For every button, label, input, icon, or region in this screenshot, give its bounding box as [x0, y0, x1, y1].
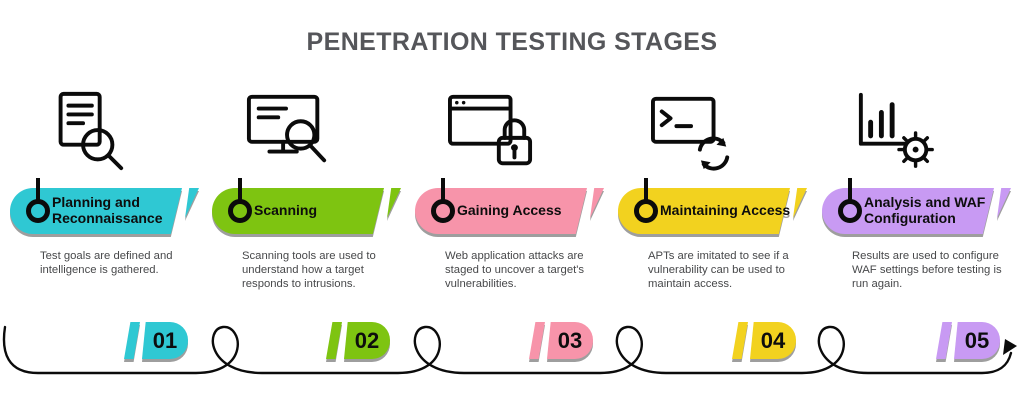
badge-shape: 04 [750, 322, 796, 359]
pin-stem-icon [36, 178, 40, 201]
scanning-icon [239, 89, 337, 175]
stage-icon-box [22, 88, 150, 176]
stage-banner: Scanning [212, 178, 401, 234]
stage-banner: Planning and Reconnaissance [10, 178, 199, 234]
pin-ring-icon [26, 199, 50, 223]
stage-number-badge: 02 [324, 322, 390, 359]
stage-name: Scanning [254, 202, 318, 219]
arrow-head-icon [1003, 339, 1017, 355]
stage-column: Scanning Scanning tools are used to unde… [212, 88, 414, 388]
stage-name: Maintaining Access [660, 202, 791, 219]
badge-shape: 01 [142, 322, 188, 359]
stage-number: 04 [760, 327, 786, 353]
planning-reconnaissance-icon [37, 89, 135, 175]
flow-connector [2, 325, 1017, 375]
stage-number: 05 [964, 327, 990, 353]
pin-stem-icon [238, 178, 242, 201]
flow-connector-path [2, 325, 1013, 375]
stage-number-badge: 05 [934, 322, 1000, 359]
stage-name: Planning and Reconnaissance [52, 194, 163, 226]
stage-icon-box [224, 88, 352, 176]
stage-number: 02 [354, 327, 380, 353]
pin-stem-icon [644, 178, 648, 201]
stage-column: Maintaining Access APTs are imitated to … [618, 88, 820, 388]
stage-banner: Maintaining Access [618, 178, 807, 234]
stage-number-badge: 01 [122, 322, 188, 359]
stage-number-badge: 03 [527, 322, 593, 359]
stage-description: APTs are imitated to see if a vulnerabil… [648, 250, 789, 290]
stage-banner: Gaining Access [415, 178, 604, 234]
pin-stem-icon [441, 178, 445, 201]
stage-number: 03 [557, 327, 583, 353]
stage-icon-box [834, 88, 962, 176]
gaining-access-icon [442, 89, 540, 175]
stage-description: Test goals are defined and intelligence … [40, 250, 173, 276]
stage-name: Gaining Access [457, 202, 562, 219]
stage-description: Results are used to configure WAF settin… [852, 250, 1002, 290]
stage-description: Web application attacks are staged to un… [445, 250, 585, 290]
pin-ring-icon [838, 199, 862, 223]
stage-name: Analysis and WAF Configuration [864, 194, 986, 226]
stage-icon-box [427, 88, 555, 176]
stage-icon-box [630, 88, 758, 176]
pin-ring-icon [634, 199, 658, 223]
pin-ring-icon [431, 199, 455, 223]
badge-shape: 02 [344, 322, 390, 359]
stage-column: Analysis and WAF Configuration Results a… [822, 88, 1024, 388]
analysis-waf-icon [849, 89, 947, 175]
stage-column: Planning and Reconnaissance Test goals a… [10, 88, 212, 388]
page-title: PENETRATION TESTING STAGES [306, 28, 718, 56]
pin-stem-icon [848, 178, 852, 201]
badge-shape: 05 [954, 322, 1000, 359]
stage-number-badge: 04 [730, 322, 796, 359]
stage-description: Scanning tools are used to understand ho… [242, 250, 376, 290]
maintaining-access-icon [645, 89, 743, 175]
stage-number: 01 [152, 327, 178, 353]
stage-banner: Analysis and WAF Configuration [822, 178, 1011, 234]
stage-column: Gaining Access Web application attacks a… [415, 88, 617, 388]
badge-shape: 03 [547, 322, 593, 359]
pin-ring-icon [228, 199, 252, 223]
